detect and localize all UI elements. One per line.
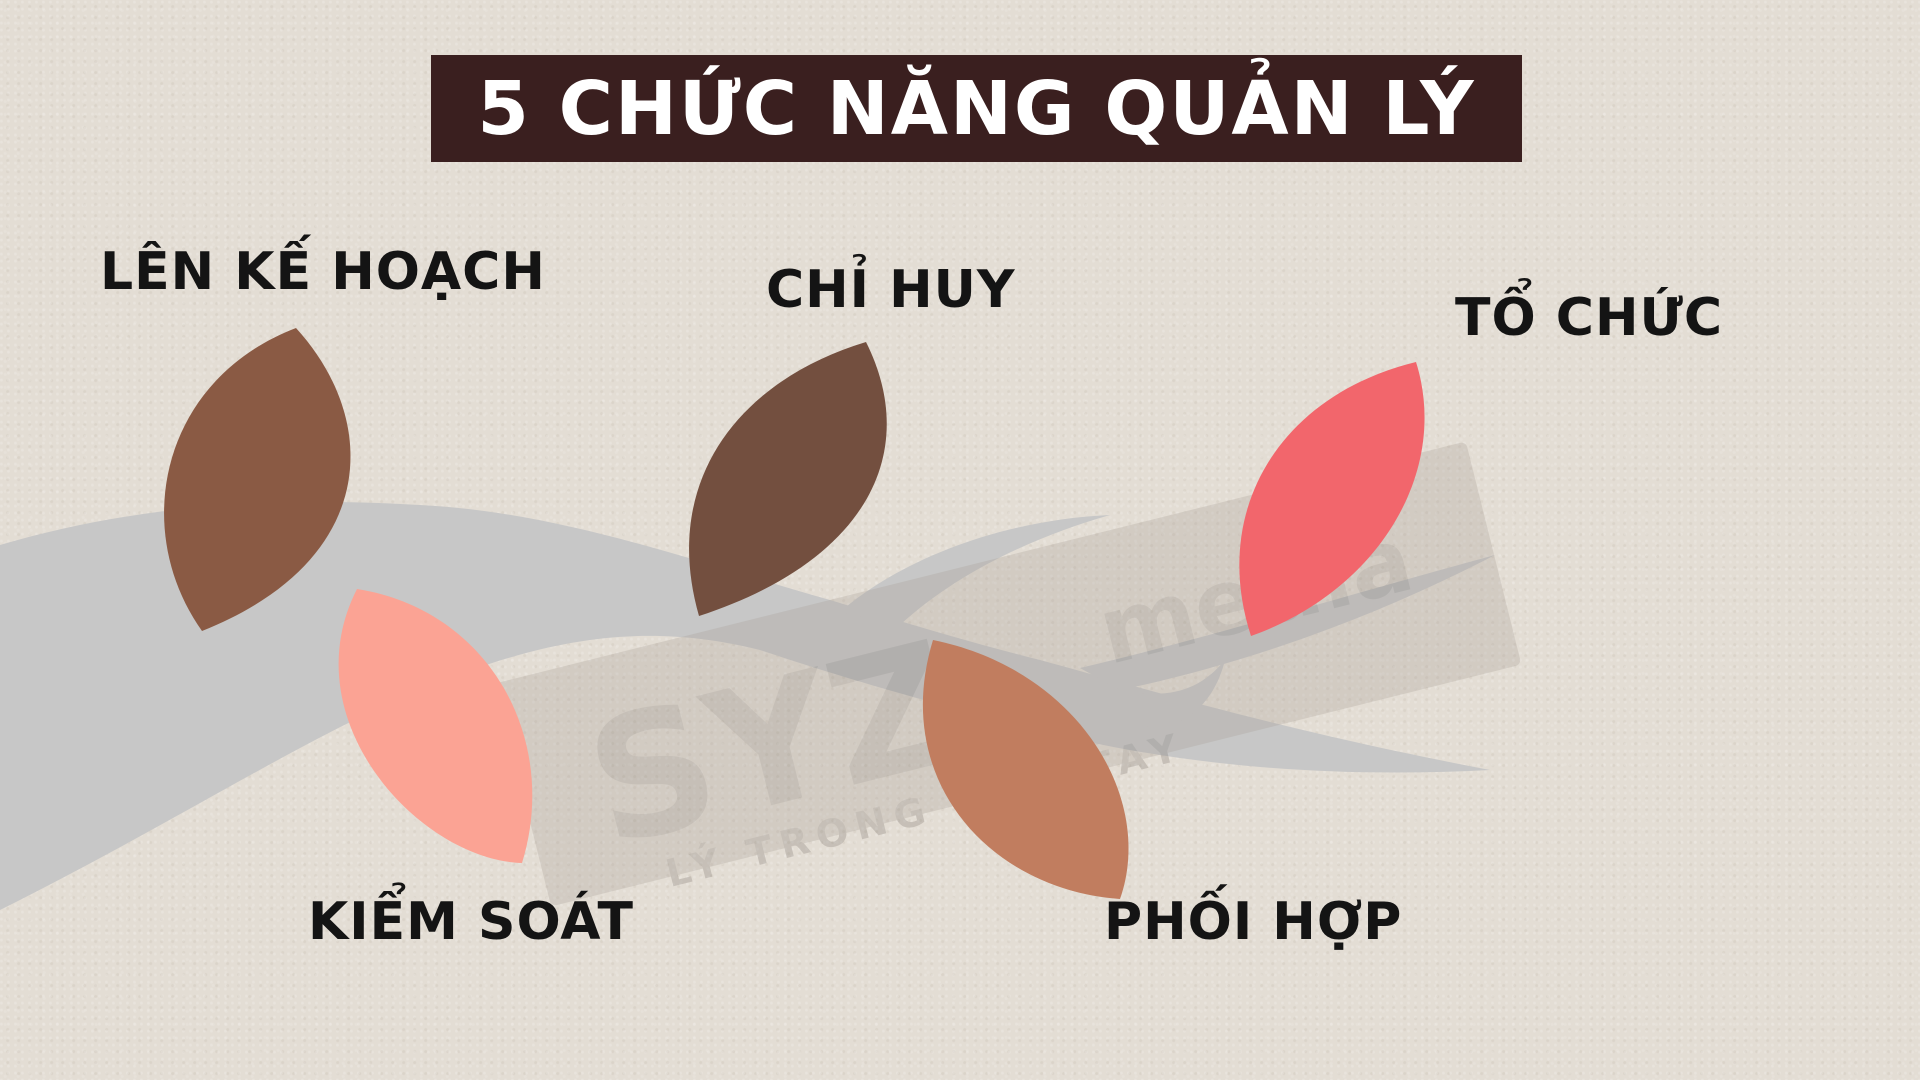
branch-lower-twig: [1120, 660, 1225, 730]
leaf-controlling: [338, 589, 533, 863]
label-planning: LÊN KẾ HOẠCH: [100, 242, 546, 302]
label-coordinating: PHỐI HỢP: [1104, 892, 1403, 952]
title-banner: 5 CHỨC NĂNG QUẢN LÝ: [431, 55, 1522, 162]
page-title: 5 CHỨC NĂNG QUẢN LÝ: [477, 65, 1476, 152]
branch-upper-twig: [840, 515, 1110, 625]
leaf-planning: [164, 328, 351, 631]
branch-right-twig: [1080, 555, 1495, 690]
label-controlling: KIỂM SOÁT: [308, 892, 634, 952]
leaf-directing: [689, 342, 887, 616]
leaves: [164, 328, 1425, 899]
label-organizing: TỔ CHỨC: [1455, 288, 1724, 348]
leaf-organizing: [1239, 362, 1425, 636]
leaf-coordinating: [922, 640, 1129, 899]
label-directing: CHỈ HUY: [766, 260, 1016, 320]
